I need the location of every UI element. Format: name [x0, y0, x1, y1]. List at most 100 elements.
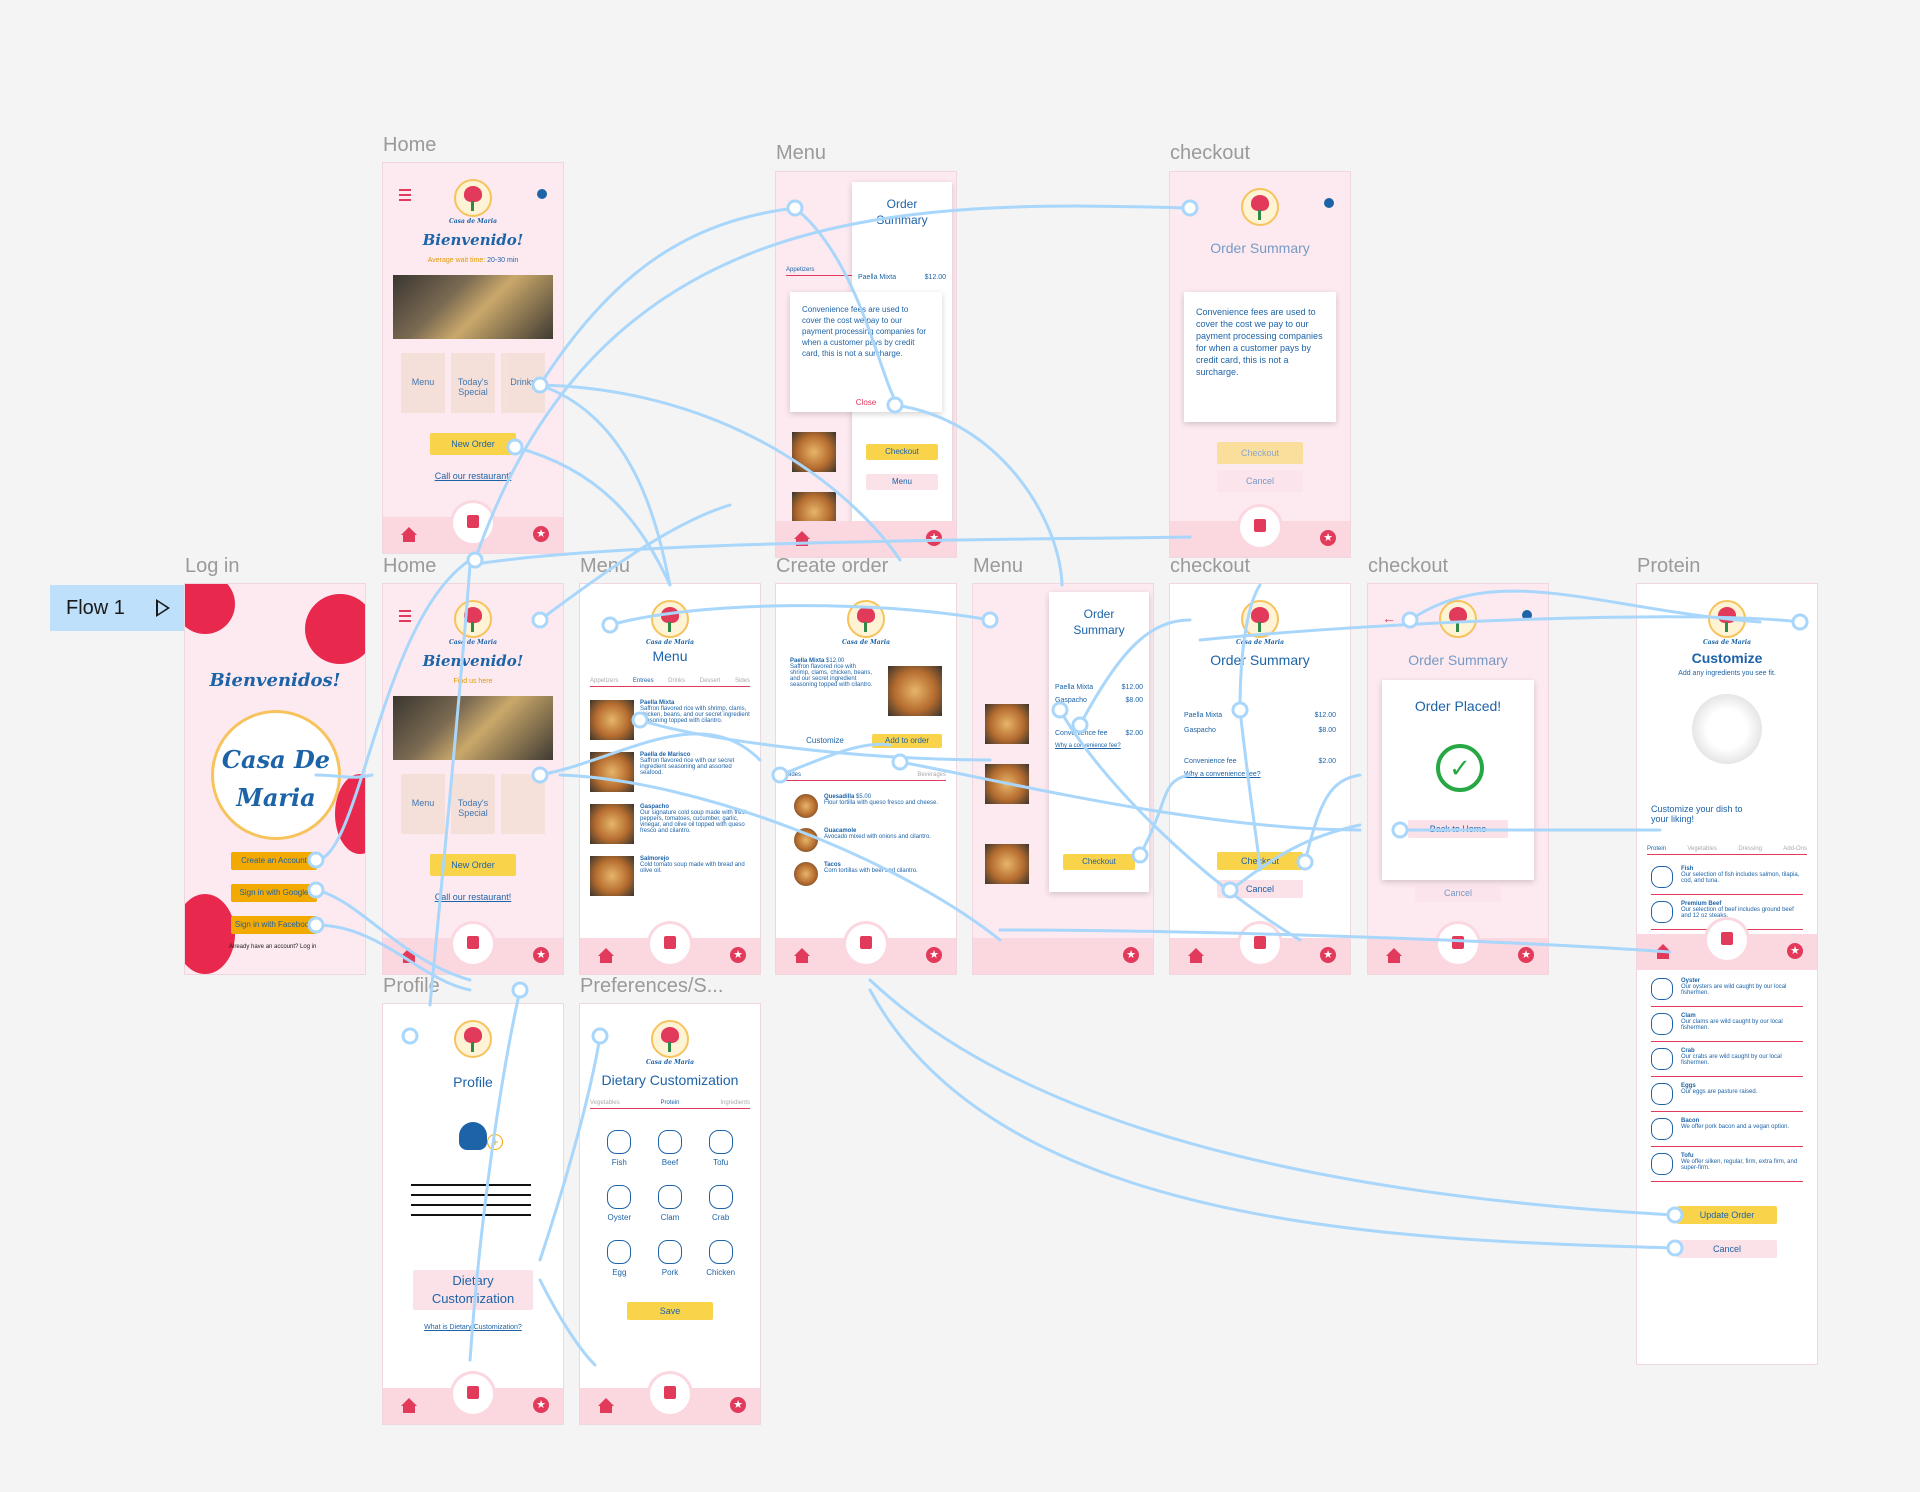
- bag-icon[interactable]: [453, 503, 493, 543]
- google-signin-button[interactable]: Sign in with Google: [231, 884, 317, 902]
- tab-vegetables[interactable]: Vegetables: [1687, 846, 1718, 852]
- what-is-dietary-link[interactable]: What is Dietary Customization?: [424, 1324, 522, 1331]
- home-icon[interactable]: [1386, 948, 1402, 963]
- login-link[interactable]: Already have an account? Log in: [229, 944, 317, 950]
- user-icon[interactable]: [537, 189, 547, 199]
- frame-menu[interactable]: Casa de Maria Menu Appetizers Entrees Dr…: [580, 584, 760, 974]
- add-photo-icon[interactable]: +: [487, 1134, 503, 1150]
- home-icon[interactable]: [598, 1398, 614, 1413]
- call-restaurant-link[interactable]: Call our restaurant!: [434, 892, 512, 902]
- dietary-customization-button[interactable]: Dietary Customization: [413, 1270, 533, 1310]
- user-icon[interactable]: [1324, 198, 1334, 208]
- bag-icon[interactable]: [650, 1374, 690, 1414]
- back-arrow-icon[interactable]: ←: [1382, 610, 1396, 626]
- option-crab[interactable]: Crab: [695, 1185, 746, 1222]
- bag-icon[interactable]: [1240, 507, 1280, 547]
- play-icon[interactable]: [156, 599, 170, 617]
- option-tofu[interactable]: Tofu: [695, 1130, 746, 1167]
- hamburger-icon[interactable]: [399, 610, 411, 622]
- save-button[interactable]: Save: [627, 1302, 713, 1320]
- bag-icon[interactable]: [846, 924, 886, 964]
- frame-preferences[interactable]: Casa de Maria Dietary Customization Vege…: [580, 1004, 760, 1424]
- frame-profile[interactable]: Profile + Dietary Customization What is …: [383, 1004, 563, 1424]
- bag-icon[interactable]: [453, 924, 493, 964]
- tab-appetizers[interactable]: Appetizers: [590, 678, 619, 684]
- home-icon[interactable]: [401, 1398, 417, 1413]
- tab-sides[interactable]: Sides: [734, 678, 750, 684]
- star-icon[interactable]: ★: [926, 530, 942, 546]
- tab-appetizers[interactable]: Appetizers: [786, 267, 815, 273]
- option-oyster[interactable]: Oyster: [594, 1185, 645, 1222]
- tile-specials[interactable]: Today's Special: [451, 353, 495, 413]
- tile-menu[interactable]: Menu: [401, 774, 445, 834]
- fee-link[interactable]: Why a convenience fee?: [1055, 743, 1121, 749]
- checkout-button[interactable]: Checkout: [866, 444, 938, 460]
- avatar-icon[interactable]: [459, 1122, 487, 1150]
- star-icon[interactable]: ★: [1518, 947, 1534, 963]
- tab-dressing[interactable]: Dressing: [1738, 846, 1762, 852]
- home-icon[interactable]: [794, 531, 810, 546]
- star-icon[interactable]: ★: [730, 947, 746, 963]
- option-egg[interactable]: Egg: [594, 1240, 645, 1277]
- tab-ingredients[interactable]: Ingredients: [720, 1100, 750, 1106]
- option-pork[interactable]: Pork: [645, 1240, 696, 1277]
- option-beef[interactable]: Beef: [645, 1130, 696, 1167]
- new-order-button[interactable]: New Order: [430, 433, 516, 455]
- facebook-signin-button[interactable]: Sign in with Facebook: [231, 916, 317, 934]
- tab-vegetables[interactable]: Vegetables: [590, 1100, 620, 1106]
- tab-protein[interactable]: Protein: [660, 1100, 680, 1106]
- tile-third[interactable]: [501, 774, 545, 834]
- fee-link[interactable]: Why a convenience fee?: [1184, 771, 1261, 778]
- star-icon[interactable]: ★: [1787, 943, 1803, 959]
- checkout-button[interactable]: Checkout: [1063, 854, 1135, 870]
- tab-add-ons[interactable]: Add-Ons: [1783, 846, 1807, 852]
- frame-checkout-top[interactable]: Order Summary Convenience fees are used …: [1170, 172, 1350, 557]
- tab-entrees[interactable]: Entrees: [632, 678, 654, 684]
- cancel-button[interactable]: Cancel: [1217, 470, 1303, 492]
- cancel-button[interactable]: Cancel: [1415, 884, 1501, 902]
- frame-checkout1[interactable]: Casa de Maria Order Summary Paella Mixta…: [1170, 584, 1350, 974]
- home-icon[interactable]: [794, 948, 810, 963]
- cancel-button[interactable]: Cancel: [1217, 880, 1303, 898]
- checkout-button[interactable]: Checkout: [1217, 442, 1303, 464]
- home-icon[interactable]: [598, 948, 614, 963]
- frame-checkout2[interactable]: ← Order Summary Order Placed! ✓ Back to …: [1368, 584, 1548, 974]
- create-account-button[interactable]: Create an Account: [231, 852, 317, 870]
- option-chicken[interactable]: Chicken: [695, 1240, 746, 1277]
- cancel-button[interactable]: Cancel: [1677, 1240, 1777, 1258]
- menu-button[interactable]: Menu: [866, 474, 938, 490]
- new-order-button[interactable]: New Order: [430, 854, 516, 876]
- bag-icon[interactable]: [453, 1374, 493, 1414]
- call-restaurant-link[interactable]: Call our restaurant!: [434, 471, 512, 481]
- star-icon[interactable]: ★: [533, 947, 549, 963]
- frame-home[interactable]: Casa de Maria Bienvenido! Find us here M…: [383, 584, 563, 974]
- star-icon[interactable]: ★: [1320, 947, 1336, 963]
- frame-protein[interactable]: Casa de Maria Customize Add any ingredie…: [1637, 584, 1817, 1364]
- tile-third[interactable]: Drinks: [501, 353, 545, 413]
- tab-sides[interactable]: Sides: [786, 772, 802, 778]
- star-icon[interactable]: ★: [1123, 947, 1139, 963]
- find-us[interactable]: Find us here: [453, 678, 493, 685]
- bag-icon[interactable]: [1438, 924, 1478, 964]
- customize-button[interactable]: Customize: [790, 734, 860, 748]
- bag-icon[interactable]: [650, 924, 690, 964]
- star-icon[interactable]: ★: [730, 1397, 746, 1413]
- tab-protein[interactable]: Protein: [1647, 846, 1667, 852]
- checkout-button[interactable]: Checkout: [1217, 852, 1303, 870]
- frame-create-order[interactable]: Casa de Maria Paella Mixta $12.00 Saffro…: [776, 584, 956, 974]
- home-icon[interactable]: [1188, 948, 1204, 963]
- tab-dessert[interactable]: Dessert: [699, 678, 721, 684]
- bag-icon[interactable]: [1240, 924, 1280, 964]
